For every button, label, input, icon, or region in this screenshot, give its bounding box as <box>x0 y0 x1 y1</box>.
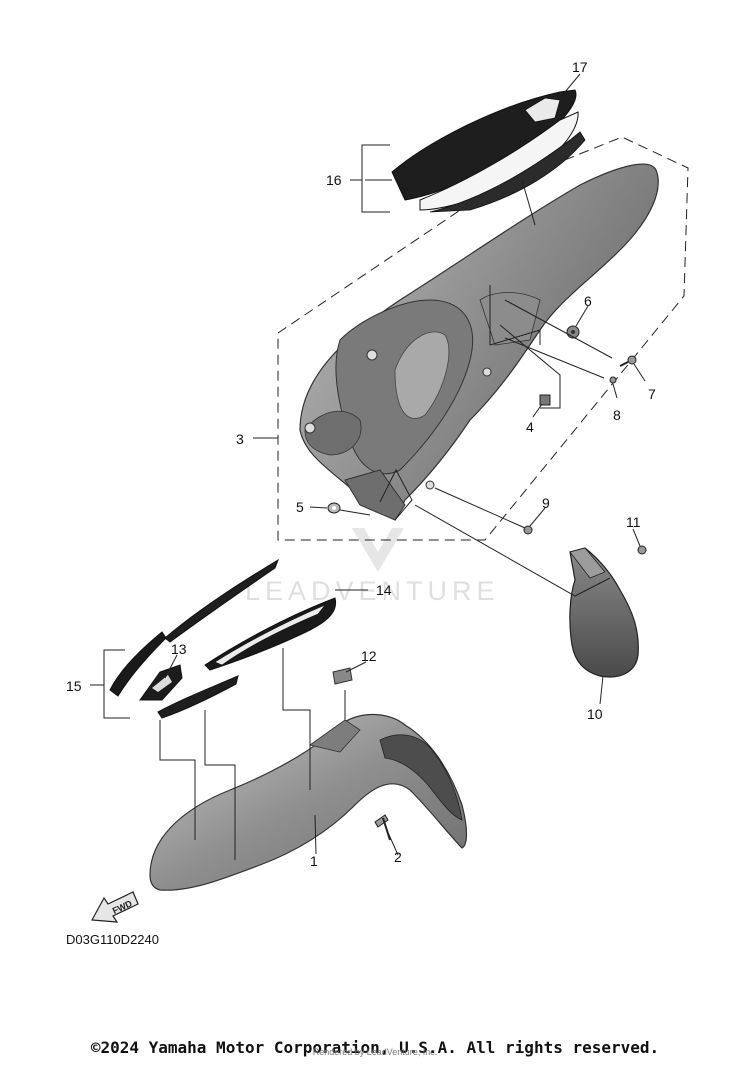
decals-parts-13-14-15 <box>109 558 337 719</box>
screw-part-9 <box>523 525 533 535</box>
rear-fender-decal-part-16 <box>391 89 586 213</box>
callout-12: 12 <box>361 648 377 664</box>
front-fender-part-1 <box>149 713 468 891</box>
label-part-12 <box>332 667 353 685</box>
forward-arrow-icon: FWD <box>91 891 139 923</box>
leader-lines <box>90 73 646 860</box>
nut-part-6 <box>566 325 580 339</box>
callout-16: 16 <box>326 172 342 188</box>
callout-6: 6 <box>584 293 592 309</box>
callout-9: 9 <box>542 495 550 511</box>
screw-part-2 <box>374 814 391 841</box>
callout-14: 14 <box>376 582 392 598</box>
callout-13: 13 <box>171 641 187 657</box>
screw-part-8 <box>609 376 617 384</box>
callout-4: 4 <box>526 419 534 435</box>
bolt-part-7 <box>619 355 637 367</box>
callout-8: 8 <box>613 407 621 423</box>
screw-part-11 <box>637 545 647 555</box>
washer-part-5 <box>327 502 341 514</box>
callout-15: 15 <box>66 678 82 694</box>
watermark-text: LEADVENTURE <box>245 576 500 606</box>
callouts: 1 2 3 4 5 6 7 8 9 10 11 12 13 14 15 16 1… <box>66 59 656 869</box>
callout-10: 10 <box>587 706 603 722</box>
copyright-notice: ©2024 Yamaha Motor Corporation, U.S.A. A… <box>90 1038 660 1057</box>
callout-3: 3 <box>236 431 244 447</box>
rear-fender-part-3 <box>299 163 659 521</box>
clip-part-4 <box>539 394 551 406</box>
callout-11: 11 <box>626 514 641 530</box>
hardware <box>327 325 647 841</box>
callout-1: 1 <box>310 853 318 869</box>
callout-17: 17 <box>572 59 588 75</box>
callout-5: 5 <box>296 499 304 515</box>
rendered-by-notice: Rendered by LeadVenture, Inc. <box>312 1047 438 1057</box>
watermark: LEADVENTURE <box>245 528 500 606</box>
mud-flap-part-10 <box>569 547 639 678</box>
callout-7: 7 <box>648 386 656 402</box>
diagram-code: D03G110D2240 <box>66 932 159 947</box>
callout-2: 2 <box>394 849 402 865</box>
